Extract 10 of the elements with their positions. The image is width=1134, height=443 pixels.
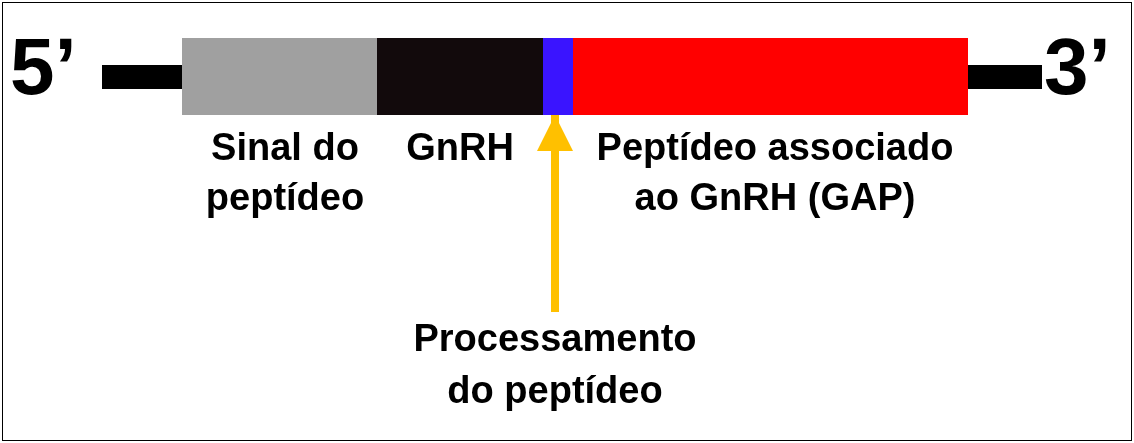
gene-segment-bar	[573, 38, 968, 115]
end-label: 5’	[10, 22, 77, 112]
segment-label: Sinal do peptídeo	[204, 125, 366, 220]
gene-segment-bar	[182, 38, 377, 115]
segment-label: GnRH	[405, 125, 515, 170]
gene-segment-bar	[543, 38, 573, 115]
end-label: 3’	[1044, 22, 1111, 112]
segment-label: Peptídeo associado ao GnRH (GAP)	[595, 125, 955, 220]
node-text: Processamento do peptídeo	[412, 316, 698, 413]
gene-segment-bar	[377, 38, 543, 115]
